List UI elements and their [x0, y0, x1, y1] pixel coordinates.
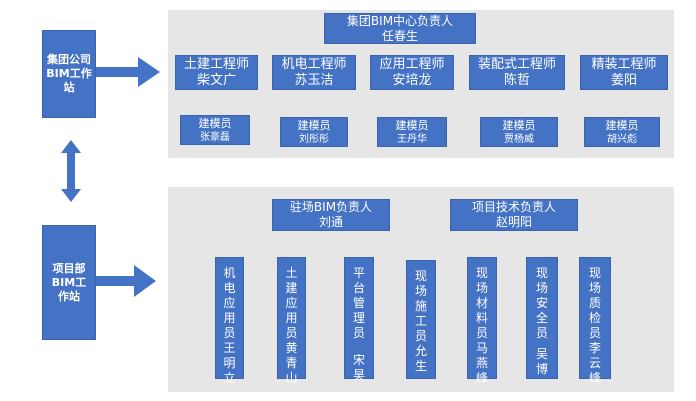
- modeler-box: 建模员 胡兴彪: [584, 117, 660, 147]
- engineer-box: 装配式工程师 陈哲: [469, 55, 565, 90]
- company-station-label: 集团公司BIM工作站: [46, 53, 92, 94]
- site-staff-box: 土建应用员 黄青山: [277, 257, 306, 385]
- site-staff-box: 机电应用员 王明立: [215, 257, 244, 385]
- site-bim-head-box: 驻场BIM负责人 刘通: [272, 199, 390, 231]
- modeler-box: 建模员 王丹华: [377, 117, 447, 147]
- site-staff-box: 现场施工员 允生: [406, 260, 436, 379]
- center-head-title: 集团BIM中心负责人: [346, 13, 454, 28]
- site-staff-box: 现场质检员 李云峰: [579, 257, 611, 385]
- engineer-box: 机电工程师 苏玉洁: [272, 55, 356, 90]
- modeler-box: 建模员 张豪磊: [180, 115, 250, 145]
- modeler-box: 建模员 刘彤彤: [280, 117, 348, 147]
- arrow-right-top-icon: [96, 57, 160, 87]
- center-head-name: 任春生: [381, 28, 418, 43]
- site-staff-box: 平台管理员 宋昊: [344, 257, 374, 382]
- company-station-box: 集团公司BIM工作站: [42, 30, 96, 118]
- project-station-label: 项目部BIM工作站: [51, 261, 87, 303]
- site-staff-box: 现场安全员 吴博: [526, 257, 558, 379]
- engineer-box: 精装工程师 姜阳: [580, 55, 668, 90]
- engineer-box: 土建工程师 柴文广: [175, 55, 258, 90]
- engineer-box: 应用工程师 安培龙: [370, 55, 454, 90]
- project-tech-head-box: 项目技术负责人 赵明阳: [450, 199, 578, 231]
- arrow-right-bottom-icon: [96, 265, 156, 297]
- arrow-double-vertical-icon: [61, 140, 81, 202]
- modeler-box: 建模员 贾杨威: [480, 117, 558, 147]
- center-head-box: 集团BIM中心负责人 任春生: [324, 13, 476, 44]
- site-staff-box: 现场材料员 马燕峰: [467, 257, 497, 385]
- project-station-box: 项目部BIM工作站: [42, 225, 96, 340]
